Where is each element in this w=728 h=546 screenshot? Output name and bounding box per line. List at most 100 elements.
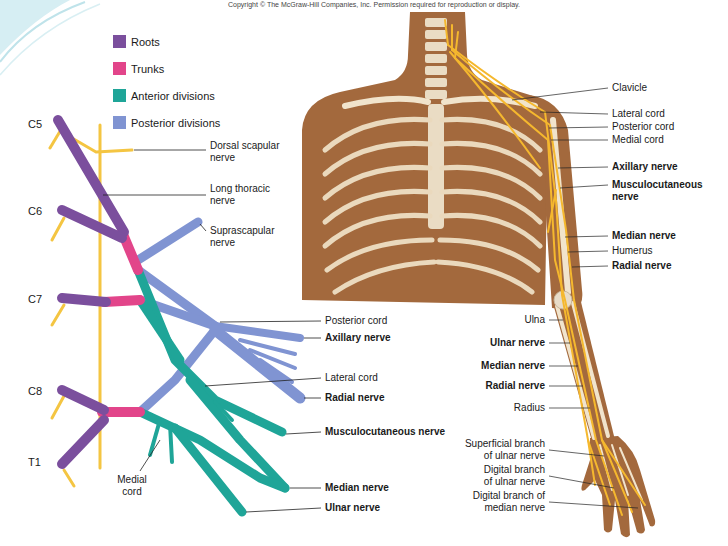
- body-figure-part-part: [588, 440, 595, 485]
- anatomy-label: C8: [28, 385, 42, 398]
- anatomy-label: Median nerve: [612, 230, 676, 242]
- plexus-schematic-part-part: [170, 424, 172, 462]
- leader-lines-left-part: [304, 338, 321, 339]
- plexus-schematic-part-part: [250, 350, 295, 368]
- anatomy-label: Posterior cord: [612, 121, 674, 133]
- legend-text: Posterior divisions: [131, 117, 220, 130]
- leader-lines-left: [103, 150, 321, 512]
- leader-lines-right-part: [549, 450, 604, 456]
- anatomy-label: Lateral cord: [325, 372, 378, 384]
- plexus-schematic-part-part: [140, 300, 180, 360]
- anatomy-label: Medial cord: [612, 134, 664, 146]
- plexus-schematic-part-part: [150, 420, 160, 455]
- body-figure-part-part: [425, 54, 447, 63]
- body-figure-part-part: [335, 262, 434, 292]
- leader-lines-right-part: [551, 140, 608, 141]
- leader-lines-left-part: [205, 378, 321, 386]
- plexus-schematic-part-part: [215, 330, 300, 398]
- anatomy-label: Humerus: [612, 245, 653, 257]
- anatomy-label: Radial nerve: [612, 260, 671, 272]
- anatomy-label: Ulnar nerve: [325, 502, 380, 514]
- legend-swatch: [113, 35, 126, 48]
- legend-text: Anterior divisions: [131, 90, 215, 103]
- anatomy-label: Medial cord: [112, 474, 152, 498]
- plexus-schematic-part: [64, 470, 74, 486]
- anatomy-label: Musculocutaneous nerve: [325, 426, 445, 438]
- plexus-schematic-part-part: [62, 210, 122, 238]
- leader-lines-right-part: [549, 502, 638, 508]
- anatomy-label: Long thoracic nerve: [210, 183, 282, 207]
- leader-lines-right-part: [549, 386, 583, 387]
- plexus-schematic-part-part: [215, 402, 232, 420]
- plexus-schematic-part: [52, 305, 64, 325]
- slide-decoration-part: [0, 4, 100, 75]
- body-figure-part-part: [548, 190, 556, 232]
- anatomy-label: Ulna: [524, 314, 545, 326]
- plexus-schematic-part-part: [62, 390, 104, 410]
- leader-lines-right-part: [549, 127, 608, 128]
- plexus-schematic-part-part: [135, 222, 198, 262]
- anatomy-label: Radial nerve: [325, 392, 384, 404]
- body-figure-part-part: [438, 262, 532, 292]
- plexus-schematic-part: [52, 218, 64, 240]
- leader-lines-left-part: [140, 440, 160, 471]
- anatomy-label: Axillary nerve: [325, 332, 391, 344]
- slide-decoration: [0, 0, 100, 75]
- body-figure-part-part: [425, 18, 447, 27]
- anatomy-label: Median nerve: [325, 482, 389, 494]
- leader-lines-right-part: [560, 185, 608, 188]
- anatomy-label: Posterior cord: [325, 315, 387, 327]
- body-figure-part-part: [602, 440, 632, 512]
- body-figure-part-part: [448, 45, 610, 505]
- plexus-schematic: [50, 120, 300, 512]
- leader-lines-left-part: [134, 150, 206, 151]
- anatomy-label: T1: [28, 456, 41, 469]
- leader-lines-left-part: [290, 488, 321, 489]
- body-figure-part: [302, 12, 548, 305]
- body-figure: [302, 12, 655, 537]
- leader-lines-right-part: [549, 343, 570, 344]
- anatomy-label: Lateral cord: [612, 108, 665, 120]
- anatomy-label: Axillary nerve: [612, 161, 678, 173]
- body-figure-part-part: [425, 90, 447, 99]
- plexus-schematic-part: [52, 396, 64, 418]
- leader-lines-left-part: [286, 432, 321, 434]
- body-figure-part-part: [451, 25, 453, 50]
- copyright-note: Copyright © The McGraw-Hill Companies, I…: [228, 1, 520, 9]
- leader-lines-left-part: [200, 224, 206, 231]
- anatomy-label: Digital branch of median nerve: [471, 490, 545, 514]
- plexus-schematic-part: [102, 232, 140, 412]
- legend-swatch: [113, 62, 126, 75]
- leader-lines-right-part: [558, 167, 608, 168]
- anatomy-label: Dorsal scapular nerve: [210, 140, 290, 164]
- body-figure-part-part: [445, 20, 448, 45]
- body-figure-part-part: [455, 58, 622, 515]
- body-figure-part: [425, 18, 447, 229]
- leader-lines-left-part: [103, 195, 206, 196]
- leader-lines-left-part: [220, 321, 321, 322]
- leader-lines-right-part: [549, 476, 614, 488]
- body-figure-part-part: [345, 99, 428, 106]
- anatomy-label: C6: [28, 205, 42, 218]
- anatomy-label: Radius: [514, 402, 545, 414]
- plexus-schematic-part-part: [240, 340, 295, 354]
- body-figure-part-part: [425, 66, 447, 75]
- legend-swatch: [113, 116, 126, 129]
- anatomy-label: Superficial branch of ulnar nerve: [457, 438, 545, 462]
- anatomy-label: Median nerve: [481, 360, 545, 372]
- plexus-schematic-part: [58, 120, 124, 464]
- anatomy-label: C7: [28, 293, 42, 306]
- legend-text: Roots: [131, 36, 160, 49]
- plexus-schematic-part-part: [62, 420, 104, 464]
- leader-lines-right-part: [512, 88, 608, 100]
- anatomy-label: Musculocutaneous nerve: [612, 179, 707, 203]
- legend-swatch: [113, 89, 126, 102]
- slide-decoration-part: [0, 2, 85, 62]
- anatomy-label: Ulnar nerve: [490, 337, 545, 349]
- anatomy-label: Clavicle: [612, 82, 647, 94]
- legend-text: Trunks: [131, 63, 164, 76]
- leader-lines-right-part: [549, 408, 590, 409]
- body-figure-part-part: [425, 78, 447, 87]
- plexus-schematic-part: [138, 270, 285, 512]
